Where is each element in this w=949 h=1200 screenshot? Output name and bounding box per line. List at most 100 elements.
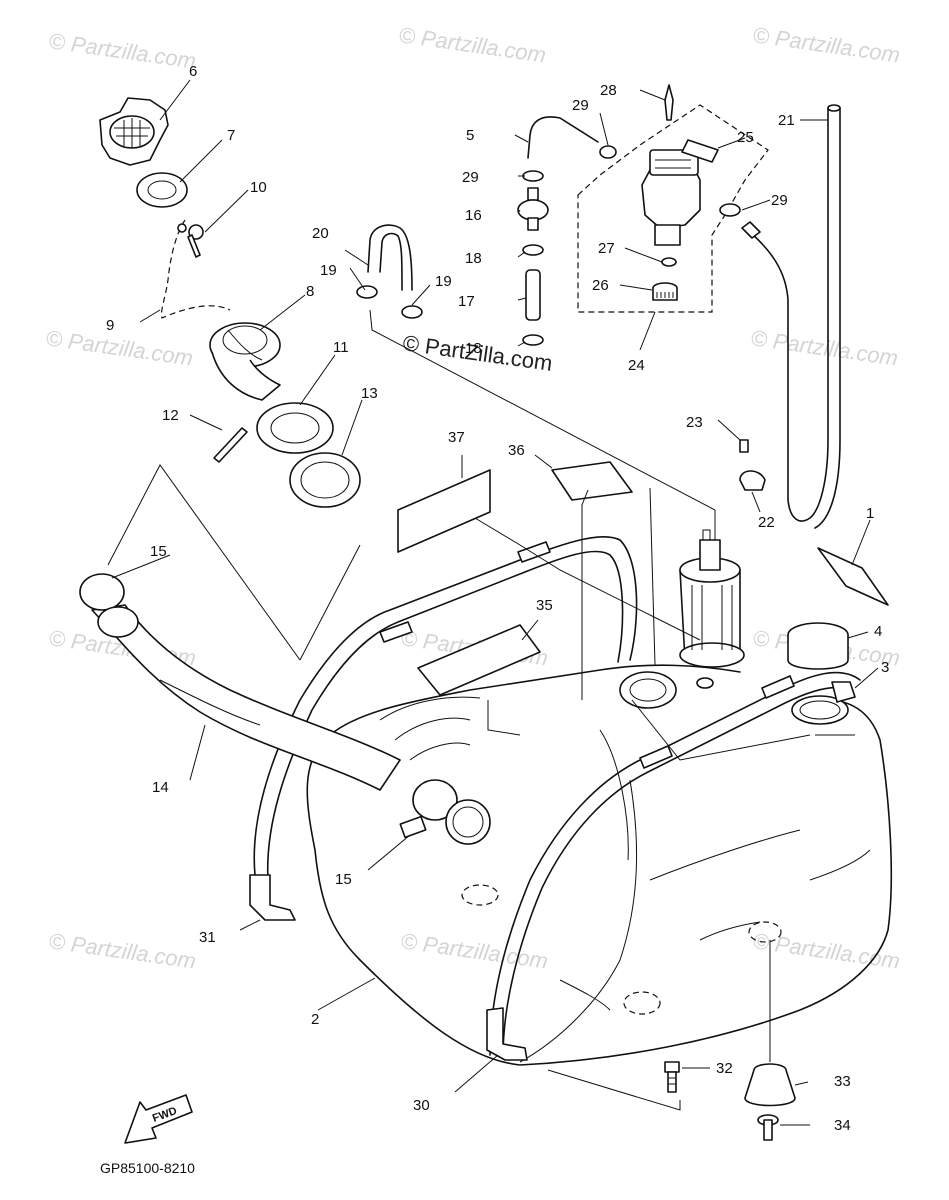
filler-hose [79, 573, 491, 845]
plate-25 [681, 139, 719, 163]
ring-13 [289, 452, 361, 508]
callout-5: 5 [466, 127, 474, 144]
filler-cap-6 [99, 97, 169, 166]
callout-13: 13 [361, 385, 378, 402]
screw-34 [757, 1114, 779, 1141]
callout-30: 30 [413, 1097, 430, 1114]
callout-34: 34 [834, 1117, 851, 1134]
fwd-arrow-icon: FWD [124, 1094, 193, 1144]
screw-23 [739, 439, 749, 453]
callout-17: 17 [458, 293, 475, 310]
clamp-29a [599, 145, 617, 159]
watermark: © Partzilla.com [397, 22, 547, 67]
tether-9 [160, 219, 231, 319]
gasket-11 [256, 402, 334, 454]
callout-11: 11 [333, 339, 349, 356]
gasket-7 [136, 172, 188, 208]
callout-15-bottom: 15 [335, 871, 352, 888]
hose-clamp-15-top [79, 573, 125, 611]
bolt-12 [213, 427, 248, 463]
callout-24: 24 [628, 357, 645, 374]
callout-4: 4 [874, 623, 882, 640]
label-plate-1 [817, 547, 889, 606]
clip-22 [739, 470, 766, 491]
callout-28: 28 [600, 82, 617, 99]
clamp-29b [522, 170, 544, 182]
callout-20: 20 [312, 225, 329, 242]
clamp-19b [401, 305, 423, 319]
callout-31: 31 [199, 929, 216, 946]
callout-19-left: 19 [320, 262, 337, 279]
valve-body [641, 149, 701, 246]
hose-20 [367, 224, 413, 291]
washer-27 [661, 257, 677, 267]
clamp-18b [522, 334, 544, 346]
watermark: © Partzilla.com [47, 928, 197, 973]
pipe-17 [525, 269, 541, 321]
clamp-3 [791, 681, 856, 725]
watermark: © Partzilla.com [47, 28, 197, 73]
callout-29-left: 29 [462, 169, 479, 186]
callout-33: 33 [834, 1073, 851, 1090]
watermark: © Partzilla.com [749, 325, 899, 370]
callout-10: 10 [250, 179, 267, 196]
callout-14: 14 [152, 779, 169, 796]
dashed-hole [748, 921, 782, 943]
callout-23: 23 [686, 414, 703, 431]
callout-6: 6 [189, 63, 197, 80]
damper-33 [744, 1063, 796, 1107]
callout-29-right: 29 [771, 192, 788, 209]
callout-numbers: 1 2 3 4 5 6 7 8 9 10 11 12 13 14 15 15 1… [106, 63, 889, 1134]
cap-4 [787, 622, 849, 670]
callout-35: 35 [536, 597, 553, 614]
callout-15-top: 15 [150, 543, 167, 560]
breather-hose-21 [719, 104, 841, 529]
filler-neck-8 [209, 322, 281, 401]
diagram-code: GP85100-8210 [100, 1160, 195, 1176]
clamp-18a [522, 244, 544, 256]
strap-bracket-31 [249, 874, 296, 921]
callout-2: 2 [311, 1011, 319, 1028]
callout-19-right: 19 [435, 273, 452, 290]
callout-37: 37 [448, 429, 465, 446]
label-plate-36 [551, 461, 633, 501]
hose-clamp-15-bottom [412, 779, 458, 821]
callout-29-top: 29 [572, 97, 589, 114]
callout-25: 25 [737, 129, 754, 146]
callout-16: 16 [465, 207, 482, 224]
callout-3: 3 [881, 659, 889, 676]
callout-12: 12 [162, 407, 179, 424]
fuel-tank [306, 664, 893, 1066]
clamp-19a [356, 285, 378, 299]
watermark: © Partzilla.com [44, 325, 194, 370]
clamp-29c [719, 203, 741, 217]
tank-straps [249, 536, 861, 1061]
assembly-box-24 [577, 104, 769, 313]
filter-16 [517, 187, 549, 231]
callout-21: 21 [778, 112, 795, 129]
callout-8: 8 [306, 283, 314, 300]
pump-unit [679, 529, 745, 668]
hose-5 [527, 116, 599, 159]
callout-7: 7 [227, 127, 235, 144]
callout-22: 22 [758, 514, 775, 531]
dashed-hole [461, 884, 499, 906]
watermark: © Partzilla.com [399, 928, 549, 973]
callout-36: 36 [508, 442, 525, 459]
pin-28 [664, 84, 674, 121]
watermark: © Partzilla.com [751, 22, 901, 67]
label-plate-37 [397, 469, 491, 553]
callout-1: 1 [866, 505, 874, 522]
bolt-32 [664, 1061, 680, 1093]
callout-18-top: 18 [465, 250, 482, 267]
tank-opening-ring [619, 671, 677, 709]
screw-26 [652, 282, 678, 301]
leader-lines [107, 79, 879, 1126]
label-plate-35 [417, 624, 541, 696]
callout-26: 26 [592, 277, 609, 294]
callout-32: 32 [716, 1060, 733, 1077]
callout-18-bottom: 18 [465, 340, 482, 357]
dashed-hole [623, 991, 661, 1015]
